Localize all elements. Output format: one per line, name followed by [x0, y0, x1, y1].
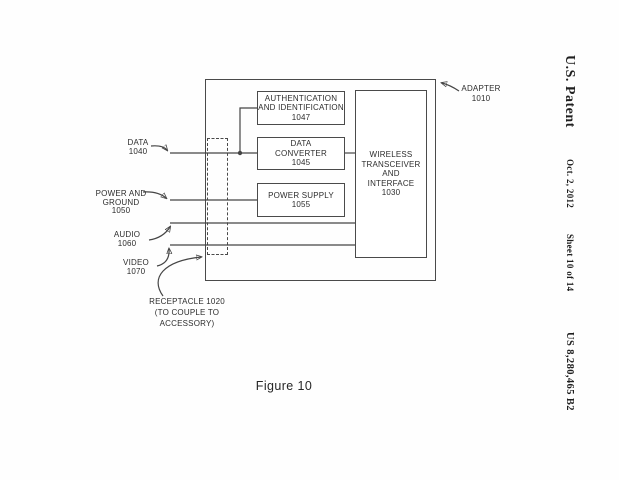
patent-header-document-number: US 8,280,465 B2 — [564, 332, 575, 411]
wireless-line-2: TRANSCEIVER — [361, 159, 421, 169]
authentication-line-2: AND IDENTIFICATION — [258, 103, 344, 113]
patent-header-sheet: Sheet 10 of 14 — [565, 234, 575, 292]
data-converter-line-2: CONVERTER — [275, 148, 327, 158]
receptacle-line-2: (TO COUPLE TO — [154, 308, 220, 317]
pin-data-ref-number: 1040 — [128, 146, 148, 156]
power-supply-block: POWER SUPPLY 1055 — [257, 183, 345, 217]
adapter-ref-number: 1010 — [471, 93, 491, 103]
pin-label-power-ground: POWER AND GROUND 1050 — [86, 189, 156, 216]
power-supply-ref-number: 1055 — [291, 200, 311, 209]
authentication-ref-number: 1047 — [291, 112, 311, 122]
pin-data-name: DATA — [127, 138, 149, 147]
adapter-outline-box — [205, 79, 436, 281]
pin-label-data: DATA 1040 — [113, 138, 163, 156]
pin-label-video: VIDEO 1070 — [111, 258, 161, 276]
data-converter-line-1: DATA — [290, 139, 312, 149]
authentication-block: AUTHENTICATION AND IDENTIFICATION 1047 — [257, 91, 345, 125]
data-converter-ref-number: 1045 — [291, 158, 311, 168]
receptacle-dashed-box — [207, 138, 228, 255]
receptacle-leader-arrow — [157, 257, 201, 297]
receptacle-line-1: RECEPTACLE 1020 — [149, 297, 225, 306]
pin-audio-ref-number: 1060 — [117, 238, 137, 248]
receptacle-callout: RECEPTACLE 1020 (TO COUPLE TO ACCESSORY) — [137, 296, 237, 329]
pin-power-ground-ref-number: 1050 — [111, 206, 131, 215]
pin-video-name: VIDEO — [123, 258, 149, 267]
pin-video-ref-number: 1070 — [126, 266, 146, 276]
wireless-ref-number: 1030 — [381, 188, 401, 198]
authentication-line-1: AUTHENTICATION — [264, 93, 338, 103]
adapter-name: ADAPTER — [461, 84, 501, 93]
figure-caption: Figure 10 — [255, 379, 313, 393]
wireless-line-1: WIRELESS — [369, 150, 413, 160]
audio-leader-arrow — [148, 227, 170, 241]
wireless-line-4: INTERFACE — [367, 178, 415, 188]
pin-power-ground-line-1: POWER AND — [95, 189, 147, 198]
power-supply-line-1: POWER SUPPLY — [268, 190, 334, 200]
pin-power-ground-line-2: GROUND — [102, 197, 140, 207]
pin-label-audio: AUDIO 1060 — [102, 230, 152, 248]
pin-audio-name: AUDIO — [113, 230, 141, 239]
patent-header-date: Oct. 2, 2012 — [565, 159, 575, 209]
wireless-transceiver-block: WIRELESS TRANSCEIVER AND INTERFACE 1030 — [355, 90, 427, 258]
patent-header-publication: U.S. Patent — [562, 55, 577, 128]
wireless-line-3: AND — [382, 169, 400, 179]
adapter-callout: ADAPTER 1010 — [455, 84, 507, 103]
receptacle-line-3: ACCESSORY) — [159, 319, 215, 328]
data-converter-block: DATA CONVERTER 1045 — [257, 137, 345, 170]
